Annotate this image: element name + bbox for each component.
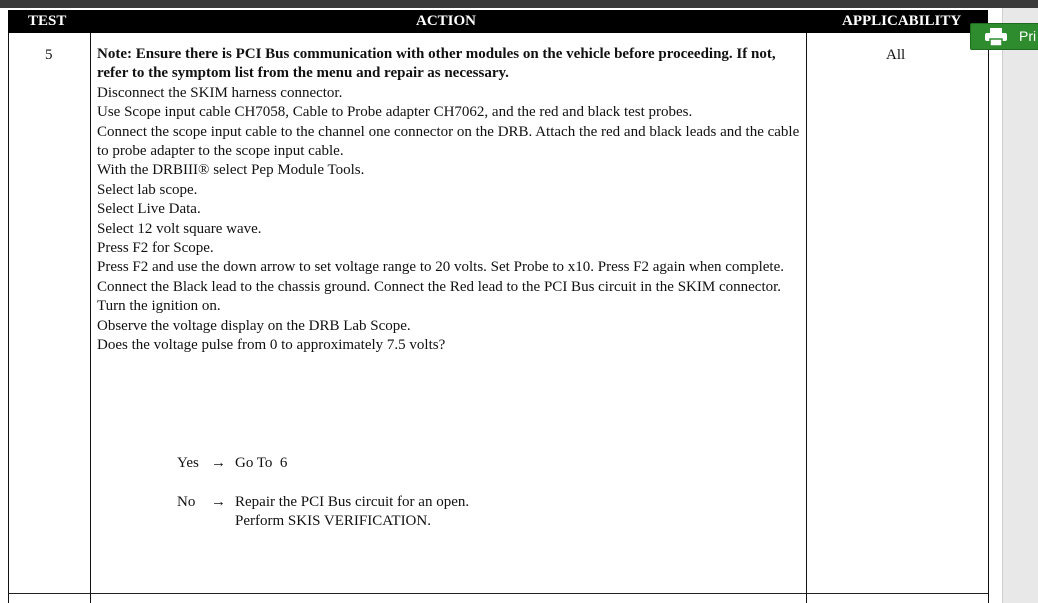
header-applicability: APPLICABILITY (842, 13, 962, 29)
step: Use Scope input cable CH7058, Cable to P… (97, 104, 693, 121)
step: Does the voltage pulse from 0 to approxi… (97, 337, 446, 354)
step: Connect the scope input cable to the cha… (97, 123, 800, 160)
step: Turn the ignition on. (97, 298, 221, 315)
step: Connect the Black lead to the chassis gr… (97, 278, 782, 295)
yes-text: Go To 6 (235, 455, 288, 471)
print-button[interactable]: Pri (970, 23, 1038, 50)
no-line: Repair the PCI Bus circuit for an open. (235, 494, 470, 510)
header-action: ACTION (416, 13, 477, 29)
step: Press F2 and use the down arrow to set v… (97, 259, 784, 276)
yes-label: Yes (177, 455, 199, 471)
step: Select 12 volt square wave. (97, 220, 262, 237)
no-text: Repair the PCI Bus circuit for an open. P… (235, 493, 469, 532)
no-branch: No → Repair the PCI Bus circuit for an ope… (177, 493, 469, 532)
no-line: Perform SKIS VERIFICATION. (235, 513, 431, 530)
top-bar (0, 0, 1038, 8)
test-number: 5 (45, 47, 53, 63)
printer-icon (985, 28, 1007, 46)
step: Disconnect the SKIM harness connector. (97, 84, 343, 101)
step: With the DRBIII® select Pep Module Tools… (97, 162, 365, 179)
header-test: TEST (28, 13, 67, 29)
table-header: TEST ACTION APPLICABILITY (8, 10, 988, 33)
print-label: Pri (1019, 28, 1037, 44)
arrow-right-icon: → (211, 494, 226, 510)
column-divider (806, 33, 807, 603)
step: Observe the voltage display on the DRB L… (97, 317, 411, 334)
table-border-left (8, 33, 9, 603)
column-divider (90, 33, 91, 603)
step: Press F2 for Scope. (97, 240, 214, 257)
side-scroll-area[interactable] (1002, 8, 1038, 603)
arrow-right-icon: → (211, 455, 226, 471)
applicability-value: All (886, 47, 906, 63)
step: Select Live Data. (97, 201, 201, 218)
step: Select lab scope. (97, 181, 198, 198)
no-label: No (177, 494, 196, 510)
note: Note: Ensure there is PCI Bus communicat… (97, 46, 776, 82)
document-page (0, 8, 1002, 603)
table-border-right (988, 33, 989, 603)
row-divider (8, 593, 988, 594)
yes-branch: Yes → Go To 6 (177, 454, 287, 473)
action-text: Note: Ensure there is PCI Bus communicat… (97, 45, 805, 356)
